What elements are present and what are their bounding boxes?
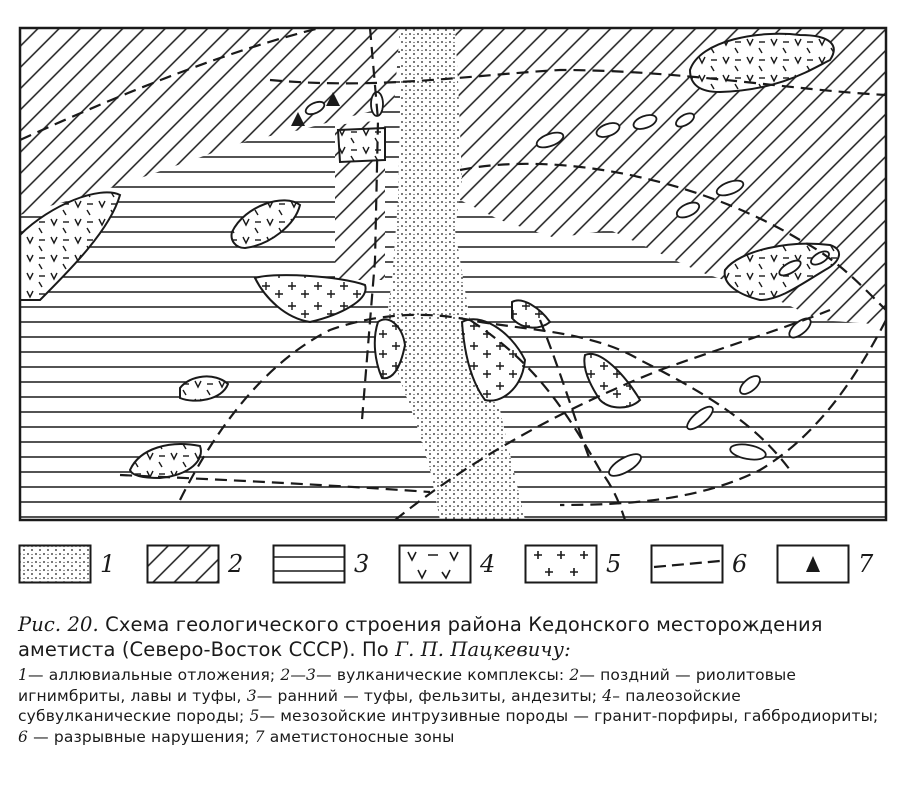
amethyst-zones (291, 92, 340, 126)
map-frame (18, 26, 888, 522)
unit-5-body (373, 318, 407, 380)
legend-number: 5 (606, 550, 622, 578)
unit-4-body (179, 375, 230, 402)
unit-2-area-west (20, 28, 400, 215)
unit-4-body (688, 32, 835, 94)
geological-map (18, 26, 888, 522)
caption-author: Г. П. Пацкевичу: (395, 638, 571, 661)
unit-4-body (336, 126, 386, 164)
unit-5-body (583, 352, 642, 409)
caption-title-text: Схема геологического строения района Кед… (18, 613, 823, 661)
amethyst-vein-lenses (304, 91, 830, 477)
legend-swatch-lines (272, 544, 346, 584)
legend-swatch-dots (18, 544, 92, 584)
unit-4-body (19, 191, 122, 301)
legend-swatch-triangle (776, 544, 850, 584)
legend-swatch-hatch (146, 544, 220, 584)
legend-number: 1 (100, 550, 116, 578)
legend-number: 6 (732, 550, 748, 578)
legend-number: 3 (354, 550, 370, 578)
figure-caption: Рис. 20. Схема геологического строения р… (18, 612, 884, 747)
legend-swatch-plus (524, 544, 598, 584)
legend: 1 2 3 4 5 6 (0, 540, 900, 600)
unit-5-body (460, 318, 527, 402)
unit-4-body (230, 199, 302, 250)
unit-5-body (253, 274, 367, 324)
legend-number: 2 (228, 550, 244, 578)
faults (19, 26, 887, 521)
caption-legend-text: 1— аллювиальные отложения; 2—3— вулканич… (18, 666, 879, 746)
figure-label: Рис. 20. (18, 613, 99, 636)
legend-number: 4 (480, 550, 496, 578)
caption-title: Рис. 20. Схема геологического строения р… (18, 612, 884, 662)
legend-swatch-dashed (650, 544, 724, 584)
legend-number: 7 (858, 550, 874, 578)
legend-swatch-v (398, 544, 472, 584)
